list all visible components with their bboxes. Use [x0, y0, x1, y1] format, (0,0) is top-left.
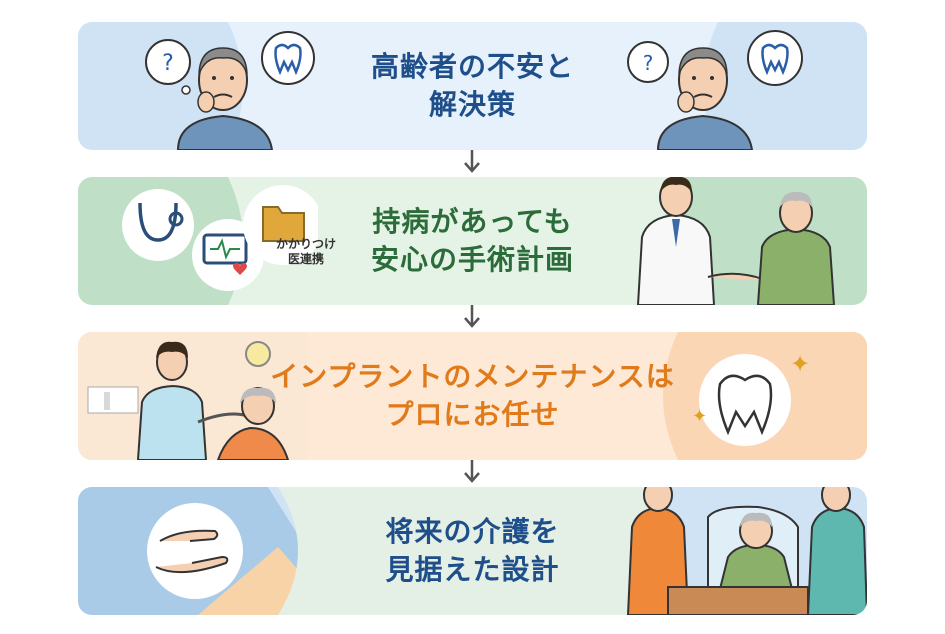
bed-icon — [667, 586, 809, 615]
down-arrow-icon — [464, 305, 480, 328]
step-card-surgery-plan: かかりつけ 医連携 持病があっても 安心の手術計画 — [78, 177, 867, 305]
step-title-line2: 見据えた設計 — [385, 553, 560, 586]
step-title-2: 持病があっても 安心の手術計画 — [78, 203, 867, 279]
clinic-link-badge: かかりつけ 医連携 — [256, 237, 356, 267]
step-title-line2: 安心の手術計画 — [370, 243, 574, 276]
stethoscope-icon — [138, 202, 178, 242]
step-title-3: インプラントのメンテナンスは プロにお任せ — [78, 358, 867, 434]
sparkle-icon: ✦ — [790, 350, 810, 378]
step-title-line1: インプラントのメンテナンスは — [270, 360, 675, 393]
question-icon: ? — [643, 51, 654, 75]
hand-icon — [159, 529, 219, 542]
tooth-thought-bubble-left — [261, 31, 315, 85]
hand-icon — [155, 555, 229, 574]
medical-icons-group — [122, 185, 318, 291]
step-title-line1: 将来の介護を — [385, 515, 560, 548]
step-card-maintenance: ✦ ✦ インプラントのメンテナンスは プロにお任せ — [78, 332, 867, 460]
dental-cleaning-illustration — [78, 332, 308, 460]
caring-hands-illustration — [147, 503, 243, 599]
family-care-illustration — [626, 487, 867, 615]
worried-elder-right-illustration: ? — [627, 41, 754, 150]
down-arrow-icon — [464, 460, 480, 483]
tooth-icon — [717, 374, 773, 436]
step-title-line2: プロにお任せ — [385, 398, 560, 431]
question-icon: ? — [162, 51, 174, 76]
step-title-1: 高齢者の不安と 解決策 — [78, 48, 867, 124]
tooth-thought-bubble-right — [747, 30, 803, 86]
step-title-line1: 持病があっても — [372, 205, 573, 238]
folder-icon — [262, 206, 305, 242]
worried-elder-left-illustration: ? — [145, 39, 274, 150]
step-title-line2: 解決策 — [428, 88, 516, 121]
heart-icon — [233, 263, 247, 275]
down-arrow-icon — [464, 150, 480, 173]
tooth-icon — [274, 43, 302, 76]
badge-line2: 医連携 — [287, 252, 324, 266]
sparkling-tooth-illustration: ✦ ✦ — [692, 350, 810, 446]
step-title-4: 将来の介護を 見据えた設計 — [78, 513, 867, 589]
doctor-patient-handshake-illustration — [636, 177, 836, 305]
dental-lamp-icon — [245, 341, 271, 367]
step-card-anxiety: ? ? 高齢者の不安と 解決策 — [78, 22, 867, 150]
step-card-future-care: 将来の介護を 見据えた設計 — [78, 487, 867, 615]
badge-line1: かかりつけ — [275, 237, 337, 251]
step-title-line1: 高齢者の不安と — [370, 50, 574, 83]
sparkle-icon: ✦ — [692, 406, 707, 427]
tooth-icon — [761, 43, 789, 76]
